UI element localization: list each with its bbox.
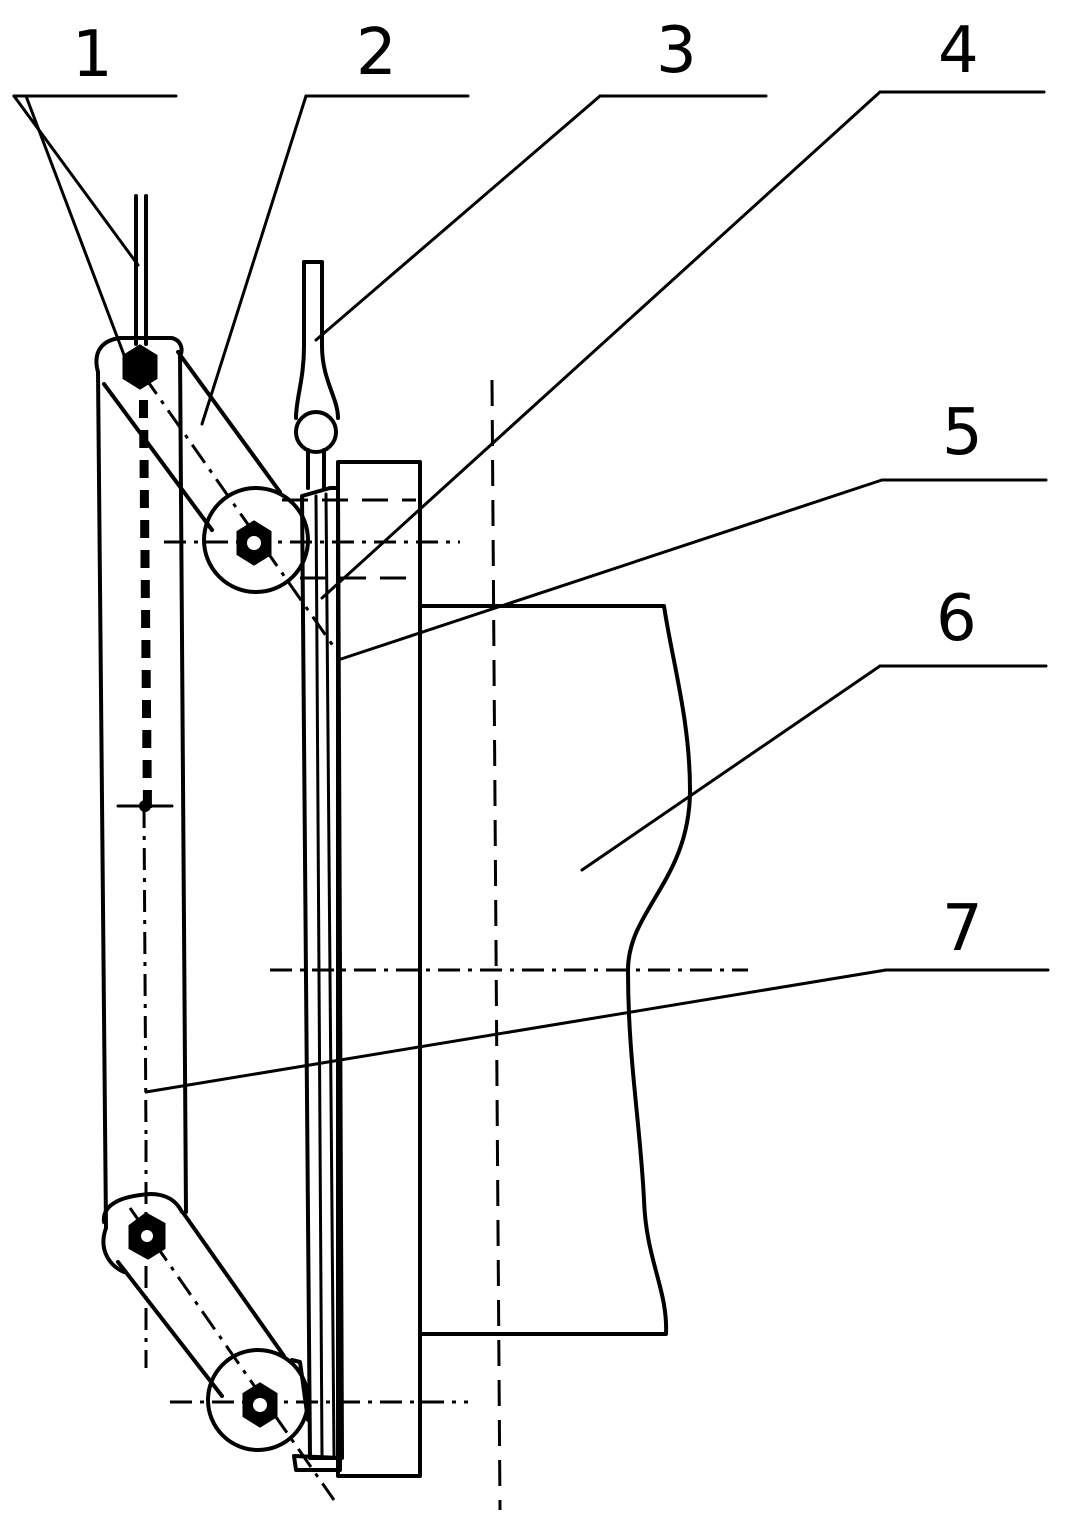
upper-pulley [202,486,310,594]
chain-link [142,730,152,748]
callout-number-1: 1 [72,18,113,92]
lower-pulley [206,1348,310,1452]
drive-chain [139,400,152,812]
chain-link [140,550,150,568]
chain-pivot-dot [139,800,151,812]
chain-link [142,790,152,808]
callout-number-5: 5 [942,396,983,470]
workpiece-body [418,604,692,1336]
vertical-center-line [490,379,502,1511]
vertical-frame [96,350,188,1230]
leader-line-6 [580,664,1048,872]
leader-line-4 [320,90,1046,600]
hex-nut-lower-left [128,1212,166,1260]
rail-foot [292,1454,342,1472]
leader-line-7 [144,968,1050,1094]
rope-hanger-part-1 [134,194,148,346]
upper-inclined-arm [94,336,310,594]
chain-link [139,460,149,478]
leader-line-5 [336,478,1048,662]
blade-strip-line-a [324,492,336,1458]
chain-link [140,580,150,598]
hex-nut-lower-pulley [242,1382,278,1428]
callout-number-3: 3 [656,14,697,88]
hex-nut-top [122,344,158,390]
chain-link [141,610,151,628]
callout-number-4: 4 [938,14,979,88]
hanger-rod-part-3 [294,260,340,490]
hex-nut-upper-pulley [236,520,272,566]
leader-line-3 [314,94,768,342]
leader-line-1 [12,94,178,357]
chain-link [142,760,152,778]
leader-line-2 [200,94,470,426]
lower-inclined-arm [101,1192,310,1452]
center-lines [116,375,748,1501]
chain-link [139,400,148,418]
chain-link [142,700,151,718]
callout-number-6: 6 [936,582,977,656]
blade-strip-line-b [314,494,324,1458]
chain-link [139,490,149,508]
chain-link [140,520,150,538]
chain-link [141,640,151,658]
chain-link [141,670,151,688]
chain-link [139,430,149,448]
callout-number-2: 2 [356,16,397,90]
callout-number-7: 7 [942,892,983,966]
